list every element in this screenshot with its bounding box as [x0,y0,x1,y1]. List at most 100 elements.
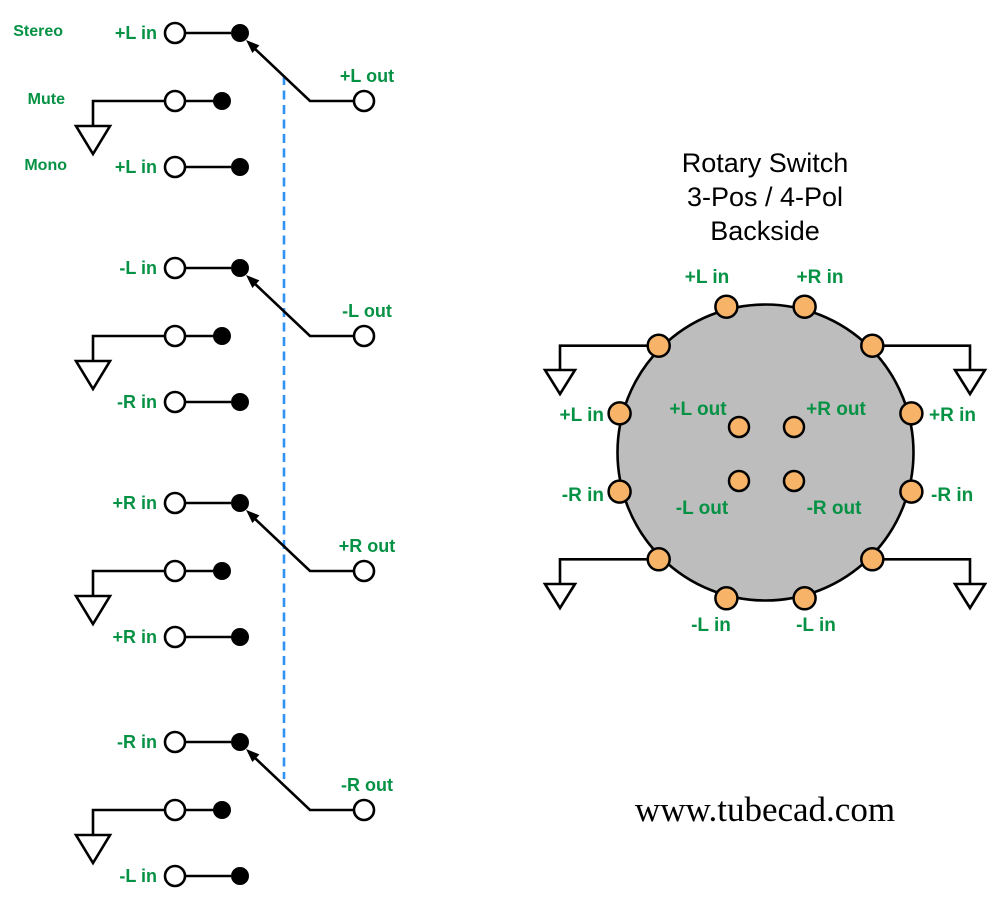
contact-dot [213,92,231,110]
rotary-center-pin-left-out [727,415,751,439]
website-text: www.tubecad.com [635,790,895,829]
rotary-pin-right-upper [899,401,924,426]
pin-label-bottom-right: -L in [796,615,836,636]
contact-label: -L in [119,866,157,886]
ground-symbol [952,368,988,397]
input-terminal [163,155,187,179]
pole-group-4: -R in -R out -L in [73,730,393,888]
input-terminal [163,256,187,280]
mute-terminal [163,798,187,822]
ground-wire [558,344,660,370]
pole-group-1: Stereo Mute Mono +L in +L out +L in [13,21,394,179]
ground-symbol [73,833,113,866]
rotary-pin-top-left [714,294,739,319]
rotary-pin-bottom-right [792,586,817,611]
rotary-center-pin-right-out-neg [782,469,806,493]
wiper-arm [253,756,354,812]
rotary-switch-body [616,303,915,602]
wiper-arrowhead [246,749,260,762]
ground-symbol [73,359,113,392]
contact-label: +L in [115,157,157,177]
output-label: +R out [339,536,396,556]
contact-dot [213,562,231,580]
ground-symbol [73,594,113,627]
position-label-mute: Mute [28,91,65,108]
rotary-pin-left-upper [607,401,632,426]
output-terminal [352,559,376,583]
input-terminal [163,730,187,754]
pin-label-center-top-right: +R out [806,399,866,420]
ground-wire [871,344,972,370]
rotary-center-pin-right-out [782,415,806,439]
pin-label-left-upper: +L in [559,405,604,426]
ground-symbol [73,124,113,157]
rotary-pin-upper-left-ground [646,333,671,358]
contact-dot [231,259,249,277]
rotary-pin-bottom-left [714,586,739,611]
output-terminal [352,798,376,822]
output-label: -L out [342,301,392,321]
pin-label-top-left: +L in [685,267,730,288]
input-terminal [163,491,187,515]
contact-dot [231,158,249,176]
output-terminal [352,89,376,113]
wiper-arm [253,282,354,338]
ground-wire [871,557,972,584]
wiper-arrowhead [246,510,260,523]
position-label-mono: Mono [24,157,67,174]
wiper-arrowhead [246,40,260,53]
ground-wire [558,557,660,584]
ground-wire [91,808,165,835]
ground-wire [91,569,165,596]
contact-dot [231,628,249,646]
pin-label-center-top-left: +L out [669,399,727,420]
pin-label-top-right: +R in [797,267,844,288]
ground-symbol [542,368,578,397]
contact-label: +R in [112,493,157,513]
contact-dot [231,393,249,411]
pole-group-3: +R in +R out +R in [73,491,396,649]
rotary-title-line3: Backside [710,216,820,246]
position-label-stereo: Stereo [13,23,63,40]
contact-dot [231,24,249,42]
input-terminal [163,864,187,888]
rotary-pin-lower-right-ground [860,547,885,572]
pin-label-left-lower: -R in [562,485,604,506]
contact-label: +L in [115,23,157,43]
rotary-pin-lower-left-ground [646,547,671,572]
rotary-pin-top-right [792,294,817,319]
pole-group-2: -L in -L out -R in [73,256,392,414]
rotary-title-line1: Rotary Switch [682,148,849,178]
contact-dot [231,494,249,512]
input-terminal [163,21,187,45]
wiper-arm [253,47,354,103]
input-terminal [163,625,187,649]
output-terminal [352,324,376,348]
ground-wire [91,334,165,361]
mute-terminal [163,324,187,348]
input-terminal [163,390,187,414]
mute-terminal [163,559,187,583]
rotary-pin-right-lower [899,479,924,504]
rotary-pin-upper-right-ground [860,333,885,358]
mute-terminal [163,89,187,113]
contact-label: +R in [112,627,157,647]
rotary-title-line2: 3-Pos / 4-Pol [687,182,843,212]
pin-label-center-bottom-left: -L out [676,498,729,519]
rotary-switch-diagram: Rotary Switch 3-Pos / 4-Pol Backside [542,148,988,636]
contact-label: -R in [117,392,157,412]
pin-label-bottom-left: -L in [691,615,731,636]
ground-symbol [542,582,578,611]
contact-dot [231,867,249,885]
output-label: -R out [341,775,393,795]
wiper-arrowhead [246,275,260,288]
contact-label: -L in [119,258,157,278]
wiper-arm [253,517,354,573]
contact-dot [213,327,231,345]
rotary-pin-left-lower [607,479,632,504]
pin-label-right-upper: +R in [929,405,976,426]
rotary-center-pin-left-out-neg [727,469,751,493]
ground-wire [91,99,165,126]
